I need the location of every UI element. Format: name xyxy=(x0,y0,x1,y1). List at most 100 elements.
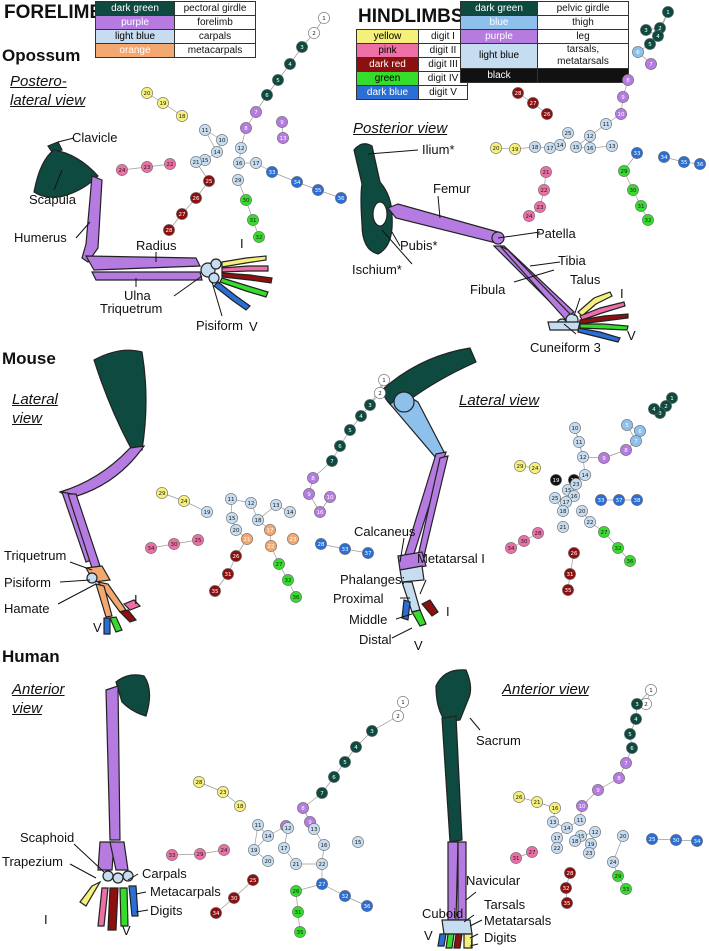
bone-node-21 xyxy=(190,156,202,168)
bone-node-21 xyxy=(540,166,552,178)
bone-node-number: 29 xyxy=(235,178,242,184)
bone-node-20 xyxy=(490,142,502,154)
bone-node-23 xyxy=(287,533,299,545)
bone-node-number: 22 xyxy=(319,862,326,868)
bone-node-24 xyxy=(218,844,230,856)
label-scapula: Scapula xyxy=(29,192,76,207)
bone-node-19 xyxy=(201,506,213,518)
section-human: Human xyxy=(2,647,60,666)
bone-node-34 xyxy=(145,542,157,554)
bone-node-number: 14 xyxy=(214,150,221,156)
bone-node-number: 5 xyxy=(276,78,280,84)
label-metatarsal1: Metatarsal I xyxy=(417,551,485,566)
bone-node-32 xyxy=(339,890,351,902)
bone-node-9 xyxy=(592,784,604,796)
bone-node-number: 18 xyxy=(179,114,186,120)
bone-node-number: 6 xyxy=(636,50,640,56)
bone-node-number: 27 xyxy=(179,212,186,218)
bone-node-32 xyxy=(282,574,294,586)
legend-swatch: dark green xyxy=(95,1,175,16)
bone-node-4 xyxy=(652,30,664,42)
bone-node-number: 7 xyxy=(649,62,653,68)
bone-node-8 xyxy=(620,444,632,456)
bone-node-number: 1 xyxy=(401,700,405,706)
bone-node-37 xyxy=(362,547,374,559)
label-tibia: Tibia xyxy=(558,253,586,268)
bone-node-number: 35 xyxy=(315,188,322,194)
bone-node-30 xyxy=(670,834,682,846)
bone-node-number: 5 xyxy=(625,423,629,429)
bone-node-30 xyxy=(240,194,252,206)
bone-node-26 xyxy=(513,791,525,803)
human-forelimb-skeleton xyxy=(79,674,151,931)
bone-node-26 xyxy=(190,192,202,204)
bone-node-number: 12 xyxy=(592,830,599,836)
bone-node-14 xyxy=(262,830,274,842)
bone-node-number: 32 xyxy=(563,886,570,892)
bone-node-13 xyxy=(277,132,289,144)
label-femur: Femur xyxy=(433,181,471,196)
legend-swatch: dark green xyxy=(460,1,538,16)
bone-node-number: 30 xyxy=(231,896,238,902)
bone-node-14 xyxy=(561,822,573,834)
bone-node-35 xyxy=(562,584,574,596)
bone-node-16 xyxy=(233,157,245,169)
bone-node-number: 23 xyxy=(220,790,227,796)
bone-node-number: 13 xyxy=(280,136,287,142)
bone-node-number: 17 xyxy=(267,528,274,534)
bone-node-33 xyxy=(166,849,178,861)
bone-node-number: 16 xyxy=(571,494,578,500)
bone-node-34 xyxy=(691,835,703,847)
bone-node-number: 1 xyxy=(670,396,674,402)
bone-node-22 xyxy=(538,184,550,196)
bone-node-2 xyxy=(308,27,320,39)
bone-node-31 xyxy=(247,214,259,226)
bone-node-13 xyxy=(606,140,618,152)
bone-node-number: 20 xyxy=(579,509,586,515)
label-metacarpals: Metacarpals xyxy=(150,884,221,899)
bone-node-number: 8 xyxy=(617,776,621,782)
bone-node-number: 29 xyxy=(197,852,204,858)
bone-node-number: 30 xyxy=(521,539,528,545)
forelimbs-heading: FORELIMBS xyxy=(4,2,116,23)
bone-node-number: 32 xyxy=(645,218,652,224)
bone-node-30 xyxy=(228,892,240,904)
bone-node-number: 27 xyxy=(319,882,326,888)
label-phalanges: Phalanges: xyxy=(340,572,406,587)
section-mouse: Mouse xyxy=(2,349,56,368)
network-links xyxy=(510,397,673,591)
bone-node-23 xyxy=(570,478,582,490)
bone-node-31 xyxy=(564,568,576,580)
bone-node-1 xyxy=(662,6,674,18)
bone-node-number: 37 xyxy=(616,498,623,504)
bone-node-6 xyxy=(328,771,340,783)
bone-node-9 xyxy=(276,116,288,128)
bone-node-number: 7 xyxy=(254,110,258,116)
bone-node-32 xyxy=(253,231,265,243)
label-human-hind-digit-five: V xyxy=(424,928,433,943)
bone-node-number: 11 xyxy=(603,122,610,128)
bone-node-number: 35 xyxy=(564,901,571,907)
bone-node-number: 26 xyxy=(544,112,551,118)
bone-node-10 xyxy=(324,491,336,503)
bone-node-1 xyxy=(378,374,390,386)
bone-node-number: 24 xyxy=(221,848,228,854)
label-humerus: Humerus xyxy=(14,230,67,245)
label-digit-five: V xyxy=(249,319,258,334)
bone-node-35 xyxy=(209,585,221,597)
label-mouse-digit-five: V xyxy=(93,620,102,635)
bone-node-number: 20 xyxy=(620,834,627,840)
bone-node-26 xyxy=(290,885,302,897)
bone-node-28 xyxy=(512,87,524,99)
label-mouse-digit-one: I xyxy=(134,592,138,607)
view-title-mouse-hindlimb: Lateral view xyxy=(459,392,540,409)
bone-node-number: 9 xyxy=(280,120,284,126)
bone-node-number: 36 xyxy=(697,162,704,168)
bone-node-22 xyxy=(164,158,176,170)
